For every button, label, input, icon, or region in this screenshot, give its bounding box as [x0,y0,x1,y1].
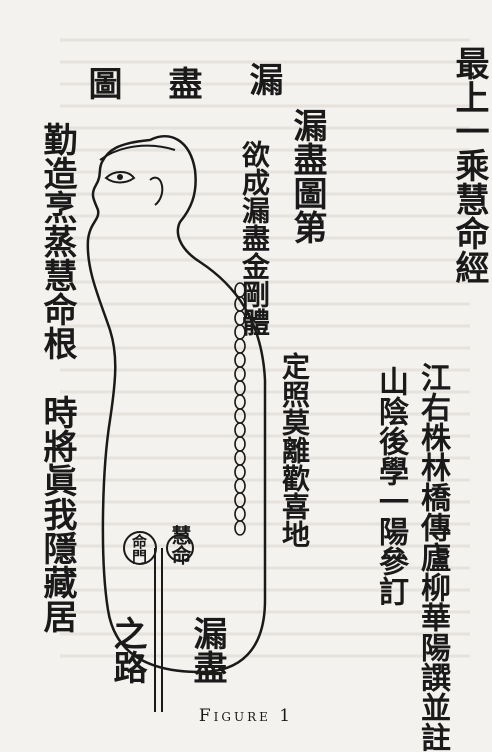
left-verse-2: 時將眞我隱藏居 [37,395,77,633]
bottom-loujin: 漏盡 [187,616,227,684]
bottom-zhilu: 之路 [107,616,147,684]
huiming-circle [166,534,194,562]
author-line: 江右株林橋傳廬柳華陽譔並註 [415,362,450,752]
scripture-title: 最上一乘慧命經 [449,46,489,284]
top-char-lou: 漏 [243,62,283,96]
figure-caption: Figure 1 [198,706,294,726]
spine-chain [234,282,246,536]
verse-line-2: 定照莫離歡喜地 [278,352,311,548]
left-verse-1: 勤造烹蒸慧命根 [37,122,77,360]
label-mingmen: 命門 [130,534,148,564]
eye [104,171,136,184]
body-outline [86,135,267,674]
figure-heading: 漏盡圖第 [287,108,327,244]
editor-line: 山陰後學一陽參訂 [373,366,408,606]
top-char-tu: 圖 [82,66,122,100]
verse-line-1: 欲成漏盡金剛體 [238,140,271,336]
top-char-jin: 盡 [162,66,202,100]
label-huiming: 慧命 [168,525,192,565]
ear [149,176,164,206]
